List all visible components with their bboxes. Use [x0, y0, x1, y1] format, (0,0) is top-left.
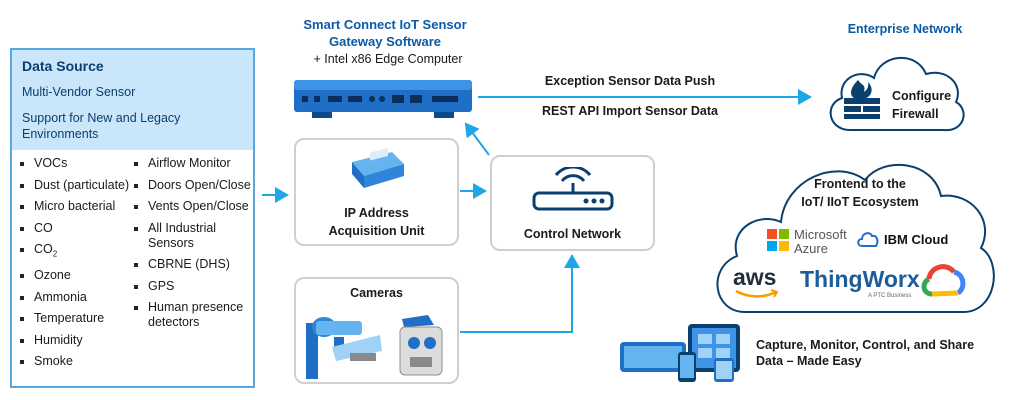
list-item: Humidity — [20, 333, 135, 348]
list-item: Vents Open/Close — [134, 199, 254, 214]
ibm-cloud-label: IBM Cloud — [884, 232, 949, 247]
enterprise-cloud — [829, 57, 965, 132]
list-item: Temperature — [20, 311, 135, 326]
ip-unit-line1: IP Address — [344, 206, 409, 220]
router-icon — [532, 167, 614, 211]
firewall-label-line2: Firewall — [892, 107, 939, 121]
list-item: Micro bacterial — [20, 199, 135, 214]
list-item: Human presence detectors — [134, 300, 254, 330]
list-item: Ozone — [20, 268, 135, 283]
enterprise-title: Enterprise Network — [847, 22, 963, 36]
azure-line2: Azure — [794, 241, 828, 256]
frontend-line2: IoT/ IIoT Ecosystem — [801, 195, 919, 209]
list-item: Ammonia — [20, 290, 135, 305]
ip-unit-line2: Acquisition Unit — [328, 224, 425, 238]
acquisition-device-icon — [352, 148, 404, 188]
data-source-title: Data Source — [22, 58, 104, 74]
firewall-icon — [844, 80, 880, 119]
list-item: Doors Open/Close — [134, 178, 254, 193]
frontend-line1: Frontend to the — [814, 177, 906, 191]
cameras-box: Cameras — [294, 277, 459, 384]
microsoft-logo-icon — [767, 229, 789, 251]
data-source-header: Data Source Multi-Vendor Sensor Support … — [12, 50, 253, 150]
list-item: CO — [20, 221, 135, 236]
aws-logo: aws — [733, 264, 777, 290]
list-item: Dust (particulate) — [20, 178, 135, 193]
data-source-sub2: Support for New and Legacy Environments — [22, 111, 181, 141]
aws-smile-icon — [735, 289, 779, 298]
gateway-device-icon — [294, 80, 472, 118]
push-arrow-label: Exception Sensor Data Push — [544, 74, 716, 88]
sensor-list-col2: Airflow Monitor Doors Open/Close Vents O… — [134, 156, 254, 337]
capture-line2: Data – Made Easy — [756, 354, 862, 368]
camera-icon — [306, 315, 443, 379]
frontend-cloud — [716, 164, 995, 314]
data-source-panel: Data Source Multi-Vendor Sensor Support … — [10, 48, 255, 388]
ip-acquisition-box: IP Address Acquisition Unit — [294, 138, 459, 246]
list-item: VOCs — [20, 156, 135, 171]
list-item: All Industrial Sensors — [134, 221, 254, 251]
gateway-subtitle: + Intel x86 Edge Computer — [313, 52, 463, 66]
data-source-sub1: Multi-Vendor Sensor — [22, 85, 136, 99]
list-item: CO2 — [20, 242, 135, 262]
control-network-label: Control Network — [523, 227, 622, 241]
gateway-title-line2: Gateway Software — [329, 34, 441, 49]
list-item: Airflow Monitor — [134, 156, 254, 171]
google-cloud-icon — [921, 264, 966, 297]
cameras-label: Cameras — [350, 286, 403, 300]
capture-line1: Capture, Monitor, Control, and Share — [756, 338, 975, 352]
azure-line1: Microsoft — [794, 227, 847, 242]
devices-icon — [620, 324, 740, 382]
list-item: GPS — [134, 279, 254, 294]
thingworx-tag: A PTC Business — [868, 293, 912, 299]
thingworx-logo: ThingWorx — [800, 266, 920, 292]
list-item: Smoke — [20, 354, 135, 369]
firewall-label-line1: Configure — [892, 89, 952, 103]
list-item: CBRNE (DHS) — [134, 257, 254, 272]
gateway-title-line1: Smart Connect IoT Sensor — [303, 17, 467, 32]
rest-arrow-label: REST API Import Sensor Data — [542, 104, 718, 118]
sensor-list-col1: VOCs Dust (particulate) Micro bacterial … — [20, 156, 135, 376]
ibm-cloud-icon — [857, 232, 879, 247]
control-network-box: Control Network — [490, 155, 655, 251]
